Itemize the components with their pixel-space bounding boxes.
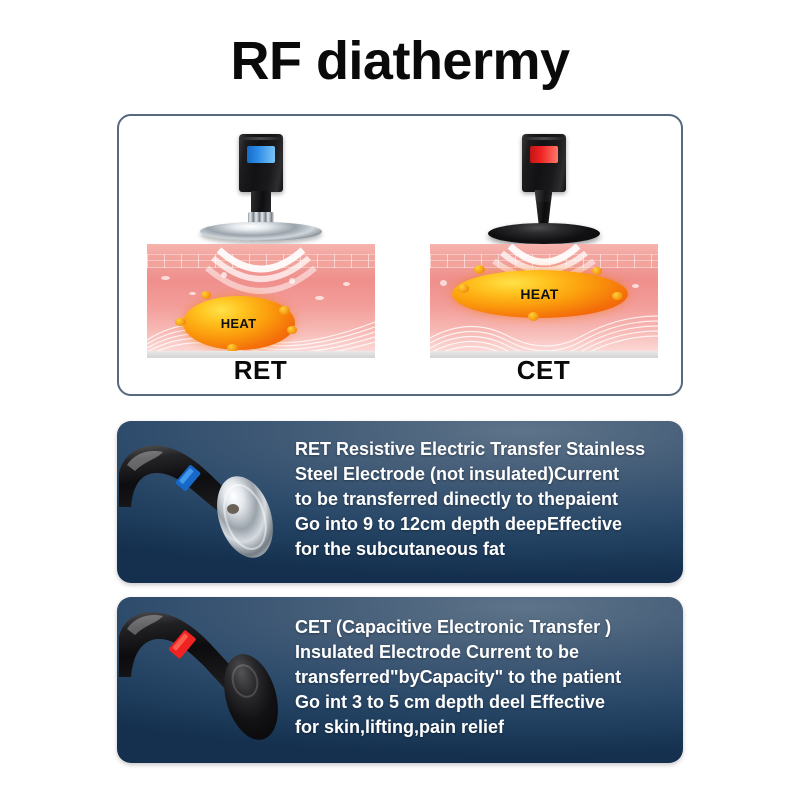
diagram-label-cet: CET xyxy=(516,355,571,385)
ret-text-line: to be transferred dinectly to thepaient xyxy=(295,489,619,509)
info-card-ret: RET Resistive Electric Transfer Stainles… xyxy=(117,421,683,583)
ret-energy-waves xyxy=(204,247,317,294)
cet-probe-body xyxy=(521,134,566,192)
cet-text-line: Go int 3 to 5 cm depth deel Effective xyxy=(295,692,606,712)
ret-skin-base-strip xyxy=(146,351,375,358)
ret-stainless-electrode-disc xyxy=(199,222,322,241)
ret-text-line: RET Resistive Electric Transfer Stainles… xyxy=(295,439,646,459)
cet-text-line: Insulated Electrode Current to be xyxy=(295,642,580,662)
ret-probe-assembly xyxy=(186,134,336,252)
ret-text-line: Steel Electrode (not insulated)Current xyxy=(295,464,620,484)
ret-handpiece-illustration xyxy=(119,445,273,558)
cet-heat-zone: HEAT xyxy=(451,265,628,321)
diagram-label-ret: RET xyxy=(233,355,288,385)
cet-skin-base-strip xyxy=(429,351,658,358)
cet-text-line: for skin,lifting,pain relief xyxy=(295,717,505,737)
diagram-panel: HEAT RET xyxy=(117,114,683,396)
cet-text-line: CET (Capacitive Electronic Transfer ) xyxy=(295,617,612,637)
cet-handpiece-illustration xyxy=(119,612,278,740)
ret-text-line: Go into 9 to 12cm depth deepEffective xyxy=(295,514,623,534)
cet-probe-tapered-shaft xyxy=(534,190,553,228)
page-title: RF diathermy xyxy=(230,31,570,91)
ret-probe-chrome-collar xyxy=(247,212,274,225)
cet-muscle-fibers xyxy=(429,315,658,352)
ret-card-text: RET Resistive Electric Transfer Stainles… xyxy=(295,437,671,562)
cet-probe-indicator-window xyxy=(529,146,558,163)
cet-text-line: transferred"byCapacity" to the patient xyxy=(295,667,622,687)
ret-epidermis-layer xyxy=(146,254,375,268)
info-card-cet: CET (Capacitive Electronic Transfer ) In… xyxy=(117,597,683,763)
ret-heat-label: HEAT xyxy=(220,315,257,331)
diagram-column-cet: HEAT CET xyxy=(402,116,685,394)
ret-probe-body xyxy=(238,134,283,192)
diagram-column-ret: HEAT RET xyxy=(119,116,402,394)
cet-probe-assembly xyxy=(469,134,619,252)
ret-heat-zone: HEAT xyxy=(174,291,297,352)
ret-probe-neck xyxy=(250,191,271,213)
ret-probe-indicator-window xyxy=(246,146,275,163)
cet-heat-label: HEAT xyxy=(520,286,559,302)
cet-card-text: CET (Capacitive Electronic Transfer ) In… xyxy=(295,615,671,740)
cet-insulated-electrode-disc xyxy=(487,223,600,244)
cet-skin-cross-section: HEAT xyxy=(429,244,658,358)
ret-text-line: for the subcutaneous fat xyxy=(295,539,506,559)
ret-skin-cross-section: HEAT xyxy=(146,244,375,358)
